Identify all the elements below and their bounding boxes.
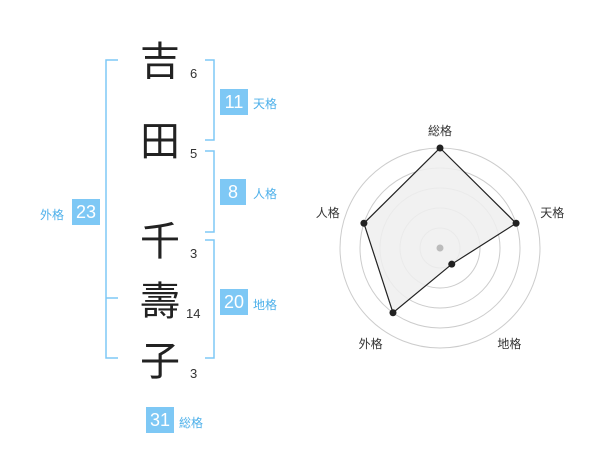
soukaku-value: 31 <box>146 407 174 433</box>
radar-point-0 <box>436 144 444 152</box>
soukaku-label: 総格 <box>179 416 204 430</box>
gaikaku-value: 23 <box>72 199 100 225</box>
radar-label-tenkaku: 天格 <box>540 205 565 220</box>
radar-label-chikaku: 地格 <box>497 337 522 352</box>
radar-point-2 <box>448 260 456 268</box>
tenkaku-bracket <box>205 59 215 141</box>
gaikaku-label: 外格 <box>40 208 65 222</box>
name-char-1: 吉 <box>140 39 180 85</box>
chikaku-value: 20 <box>220 289 248 315</box>
name-char-4: 壽 <box>140 279 180 325</box>
radar-label-jinkaku: 人格 <box>315 205 340 220</box>
radar-label-gaikaku: 外格 <box>358 337 383 352</box>
stroke-count-4: 14 <box>186 306 201 321</box>
name-char-2: 田 <box>140 119 180 165</box>
chikaku-label: 地格 <box>253 298 278 312</box>
radar-point-1 <box>512 219 520 227</box>
stroke-count-3: 3 <box>190 246 198 261</box>
stroke-count-5: 3 <box>190 366 198 381</box>
radar-polygon <box>363 147 518 314</box>
name-char-3: 千 <box>140 219 180 265</box>
chikaku-bracket <box>205 239 215 359</box>
radar-point-4 <box>360 219 368 227</box>
stroke-count-1: 6 <box>190 66 198 81</box>
stroke-count-2: 5 <box>190 146 198 161</box>
jinkaku-label: 人格 <box>253 187 278 201</box>
radar-center <box>436 244 444 252</box>
radar-label-soukaku: 総格 <box>427 124 452 138</box>
tenkaku-label: 天格 <box>253 97 278 111</box>
gaikaku-bracket <box>105 59 118 359</box>
name-char-5: 子 <box>140 339 180 385</box>
jinkaku-value: 8 <box>220 179 246 205</box>
radar-point-3 <box>389 309 397 317</box>
jinkaku-bracket <box>205 150 215 233</box>
tenkaku-value: 11 <box>220 89 248 115</box>
